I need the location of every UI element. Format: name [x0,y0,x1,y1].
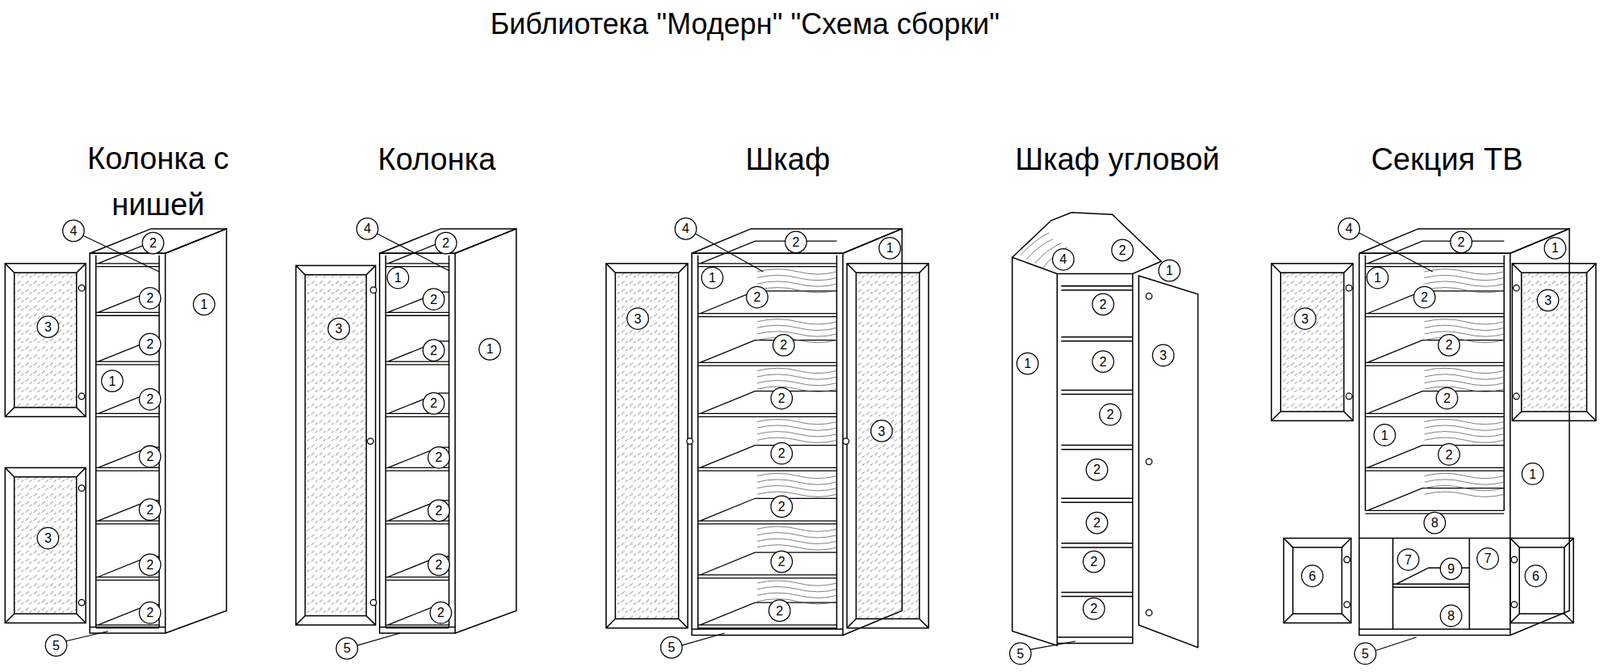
callout-number: 2 [146,605,154,620]
callout-number: 2 [146,391,154,407]
callout-number: 2 [146,290,154,306]
callout-number: 2 [1106,407,1114,422]
callout-number: 2 [778,499,786,514]
callout-number: 2 [1445,446,1453,462]
callout-number: 3 [634,311,642,326]
callout-number: 1 [886,240,894,256]
callout-number: 1 [200,297,208,312]
callout-number: 2 [778,391,786,406]
callout-number: 5 [667,640,675,655]
callout-number: 4 [363,221,371,236]
callout-number: 2 [149,235,157,251]
callout-number: 3 [1544,293,1552,308]
callout-number: 3 [878,423,886,438]
callout-number: 2 [779,337,788,353]
callout-number: 2 [1090,554,1098,569]
callout-number: 4 [1345,221,1353,236]
callout-number: 1 [1373,270,1382,286]
callout-number: 2 [1119,243,1127,258]
callout-number: 2 [778,446,786,461]
callout-number: 5 [52,637,60,653]
callout-number: 1 [1528,466,1537,481]
callout-number: 2 [778,554,786,569]
callout-number: 2 [791,235,800,250]
callout-number: 2 [1099,297,1108,312]
callout-number: 2 [753,290,762,305]
callout-number: 2 [1443,391,1451,406]
part-name: Колонка с нишей [53,135,264,228]
callout-number: 5 [343,640,351,656]
callout-number: 3 [44,530,52,546]
callout-number: 1 [1166,263,1174,278]
callout-number: 4 [69,223,77,239]
part-name: Колонка [378,142,497,178]
callout-number: 7 [1484,551,1492,566]
callout-number: 2 [442,235,450,251]
callout-number: 1 [1023,356,1032,371]
callout-number: 6 [1308,568,1316,584]
callout-number: 2 [1093,515,1101,531]
callout-number: 1 [394,270,402,286]
callout-number: 7 [1404,551,1412,567]
callout-number: 5 [1361,646,1369,662]
callout-number: 2 [1445,337,1453,353]
callout-number: 2 [435,503,443,518]
callout-number: 3 [335,321,343,337]
callout-number: 2 [146,336,154,352]
callout-number: 2 [146,557,154,573]
callout-number: 2 [146,502,154,518]
part-name: Секция ТВ [1371,142,1524,178]
callout-number: 2 [429,395,438,411]
callout-number: 2 [1099,353,1108,369]
callout-number: 2 [435,450,443,465]
callout-number: 3 [44,320,52,335]
callout-number: 9 [1447,561,1455,577]
callout-number: 2 [1093,462,1101,477]
callout-number: 3 [1301,311,1310,326]
title-text: Библиотека "Модерн" "Схема сборки" [490,8,1000,42]
callout-number: 1 [1551,240,1559,256]
callout-number: 2 [429,343,438,358]
callout-number: 2 [775,603,784,619]
part-name: Шкаф угловой [1014,142,1220,178]
callout-number: 3 [1159,348,1167,363]
callout-number: 1 [708,270,716,286]
callout-number: 2 [435,557,443,573]
callout-number: 2 [437,605,445,620]
callout-number: 2 [146,449,154,464]
callout-number: 1 [486,341,494,357]
callout-number: 2 [1090,601,1098,616]
callout-number: 2 [1457,235,1466,250]
callout-number: 4 [1059,252,1067,267]
part-name: Шкаф [745,142,831,178]
callout-number: 6 [1532,568,1540,584]
callout-number: 8 [1431,515,1439,531]
callout-number: 4 [682,221,690,236]
callout-number: 2 [1420,290,1428,305]
callout-number: 1 [108,373,116,388]
callout-number: 2 [429,291,438,307]
callout-number: 1 [1381,427,1389,443]
callout-number: 5 [1016,646,1024,662]
callout-number: 8 [1447,608,1455,624]
